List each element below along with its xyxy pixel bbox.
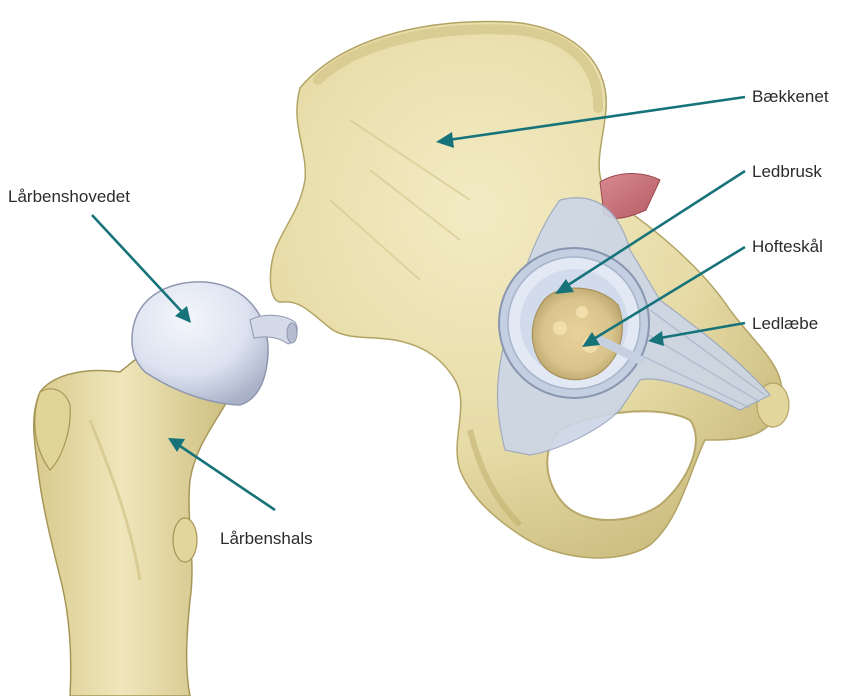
label-femoral-head: Lårbenshovedet xyxy=(8,187,130,206)
leader-femoral-head xyxy=(92,215,183,313)
label-labrum: Ledlæbe xyxy=(752,314,818,333)
label-cartilage: Ledbrusk xyxy=(752,162,822,181)
label-pelvis: Bækkenet xyxy=(752,87,829,106)
leader-femoral-neck xyxy=(180,446,275,510)
label-femoral-neck: Lårbenshals xyxy=(220,529,313,548)
label-acetabulum: Hofteskål xyxy=(752,237,823,256)
acetabulum xyxy=(499,248,649,398)
